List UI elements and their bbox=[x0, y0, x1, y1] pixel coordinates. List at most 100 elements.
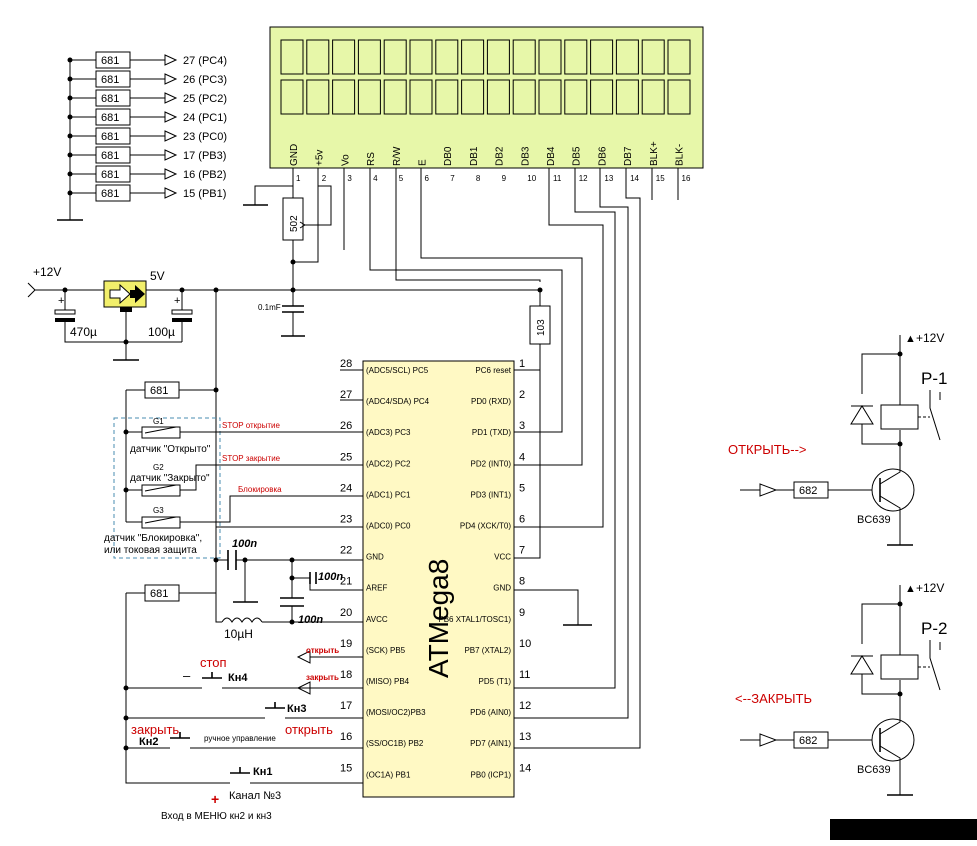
open-red-label: открыть bbox=[285, 722, 333, 737]
sensor-closed-label: датчик "Закрыто" bbox=[130, 473, 210, 484]
g2-label: G2 bbox=[153, 463, 164, 472]
junction-dot bbox=[897, 441, 903, 447]
lcd-pin-number: 1 bbox=[296, 174, 301, 183]
junction-dot bbox=[897, 601, 903, 607]
bank-arrow bbox=[164, 149, 178, 161]
analog-resistor-label: 681 bbox=[150, 588, 168, 600]
lcd-pin-number: 13 bbox=[604, 174, 613, 183]
kn1-label: Кн1 bbox=[253, 766, 272, 778]
junction-dot bbox=[897, 351, 903, 357]
lcd-cell bbox=[461, 79, 485, 115]
relay-supply-label: +12V bbox=[916, 331, 944, 345]
cin-plus: + bbox=[58, 295, 64, 307]
relay-input-arrow bbox=[759, 733, 778, 747]
menu-label: Вход в МЕНЮ кн2 и кн3 bbox=[161, 811, 272, 822]
cap-out-label: 100µ bbox=[148, 325, 175, 339]
stop-label: стоп bbox=[200, 655, 227, 670]
relay-contact bbox=[929, 640, 941, 691]
minus-label: – bbox=[183, 668, 191, 683]
mcu-left-pin-name: (ADC4/SDA) PC4 bbox=[366, 397, 430, 406]
lcd-cell bbox=[538, 79, 562, 115]
bank-output-label: 23 (PC0) bbox=[183, 131, 227, 143]
lcd-pin-name: R/W bbox=[392, 146, 403, 166]
lcd-pin-name: DB0 bbox=[443, 146, 454, 166]
mcu-left-pin-name: GND bbox=[366, 553, 384, 562]
relay-coil bbox=[880, 654, 919, 680]
mcu-left-pin-number: 19 bbox=[340, 638, 352, 650]
lcd-cell bbox=[590, 79, 614, 115]
cap-in-label: 470µ bbox=[70, 325, 97, 339]
sensor-open-label: датчик "Открыто" bbox=[130, 444, 211, 455]
mcu-right-pin-number: 2 bbox=[519, 389, 525, 401]
bank-resistor bbox=[95, 89, 131, 107]
bank-resistor-label: 681 bbox=[101, 131, 119, 143]
mcu-right-pin-number: 14 bbox=[519, 762, 531, 774]
mcu-left-pin-number: 24 bbox=[340, 482, 352, 494]
sensor-current-label: или токовая защита bbox=[104, 545, 197, 556]
bank-output-label: 26 (PC3) bbox=[183, 74, 227, 86]
bank-resistor-label: 681 bbox=[101, 74, 119, 86]
bank-output-label: 27 (PC4) bbox=[183, 55, 227, 67]
vin-label: +12V bbox=[33, 265, 61, 279]
lcd-cell bbox=[409, 79, 433, 115]
relay-name: P-2 bbox=[921, 619, 947, 638]
transistor-label: BC639 bbox=[857, 764, 891, 776]
bank-arrow bbox=[164, 187, 178, 199]
bank-output-label: 15 (PB1) bbox=[183, 188, 226, 200]
lcd-pin-number: 8 bbox=[476, 174, 481, 183]
mcu-right-pin-name: PB6 XTAL1/TOSC1) bbox=[438, 615, 511, 624]
bank-arrow bbox=[164, 130, 178, 142]
bank-resistor bbox=[95, 165, 131, 183]
lcd-pin-name: GND bbox=[289, 144, 300, 166]
sensor-block-label: датчик "Блокировка", bbox=[104, 533, 202, 544]
mcu-left-pin-number: 16 bbox=[340, 731, 352, 743]
lcd-cell bbox=[615, 39, 639, 75]
mcu-right-pin-name: PB0 (ICP1) bbox=[471, 770, 512, 779]
bank-output-label: 24 (PC1) bbox=[183, 112, 227, 124]
mcu-right-pin-name: VCC bbox=[494, 553, 511, 562]
lcd-pin-number: 2 bbox=[322, 174, 327, 183]
kn4-label: Кн4 bbox=[228, 672, 248, 684]
lcd-cell bbox=[383, 79, 407, 115]
mcu-left-pin-number: 20 bbox=[340, 607, 352, 619]
plus-label: + bbox=[211, 791, 219, 807]
mcu-left-pin-name: (OC1A) PB1 bbox=[366, 770, 411, 779]
lcd-pin-name: +5v bbox=[315, 150, 326, 166]
relay-name: P-1 bbox=[921, 369, 947, 388]
mcu-right-pin-number: 1 bbox=[519, 358, 525, 370]
mcu-left-pin-name: (ADC2) PC2 bbox=[366, 459, 411, 468]
decouple-label: 0.1mF bbox=[258, 303, 281, 312]
close-label: <--ЗАКРЫТЬ bbox=[735, 691, 812, 706]
lcd-cell bbox=[280, 39, 304, 75]
lcd-pin-name: BLK- bbox=[675, 144, 686, 166]
lcd-cell bbox=[435, 79, 459, 115]
mcu-right-pin-number: 8 bbox=[519, 576, 525, 588]
inductor-label: 10µH bbox=[224, 627, 253, 641]
cout-plus: + bbox=[174, 295, 180, 307]
lcd-pin-name: BLK+ bbox=[649, 141, 660, 166]
mcu-right-pin-name: PD5 (T1) bbox=[479, 677, 512, 686]
mcu-right-pin-name: PD2 (INT0) bbox=[471, 459, 512, 468]
button-block: стоп – Кн4 Кн3 открыть закрыть Кн2 ручно… bbox=[123, 593, 363, 822]
lcd-cell bbox=[590, 39, 614, 75]
base-resistor-label: 682 bbox=[799, 485, 817, 497]
lcd-cell bbox=[357, 39, 381, 75]
bank-arrow bbox=[164, 54, 178, 66]
base-resistor-label: 682 bbox=[799, 735, 817, 747]
mcu-name: ATMega8 bbox=[423, 559, 454, 678]
transistor-body bbox=[871, 718, 915, 762]
lcd-character-grid bbox=[280, 39, 691, 115]
reg-label: 5V bbox=[150, 269, 165, 283]
lcd-wiring bbox=[243, 168, 679, 749]
lcd-pin-name: E bbox=[418, 159, 429, 166]
relay-supply-label: +12V bbox=[916, 581, 944, 595]
relay-supply-arrow: ▲ bbox=[905, 583, 916, 595]
lcd-cell bbox=[538, 39, 562, 75]
manual-label: ручное управление bbox=[204, 734, 276, 743]
arrow-open-label: открыть bbox=[306, 646, 339, 655]
mcu-right-pin-name: PD3 (INT1) bbox=[471, 490, 512, 499]
net-stop-close: STOP закрытие bbox=[222, 454, 281, 463]
lcd-pin-number: 9 bbox=[502, 174, 507, 183]
